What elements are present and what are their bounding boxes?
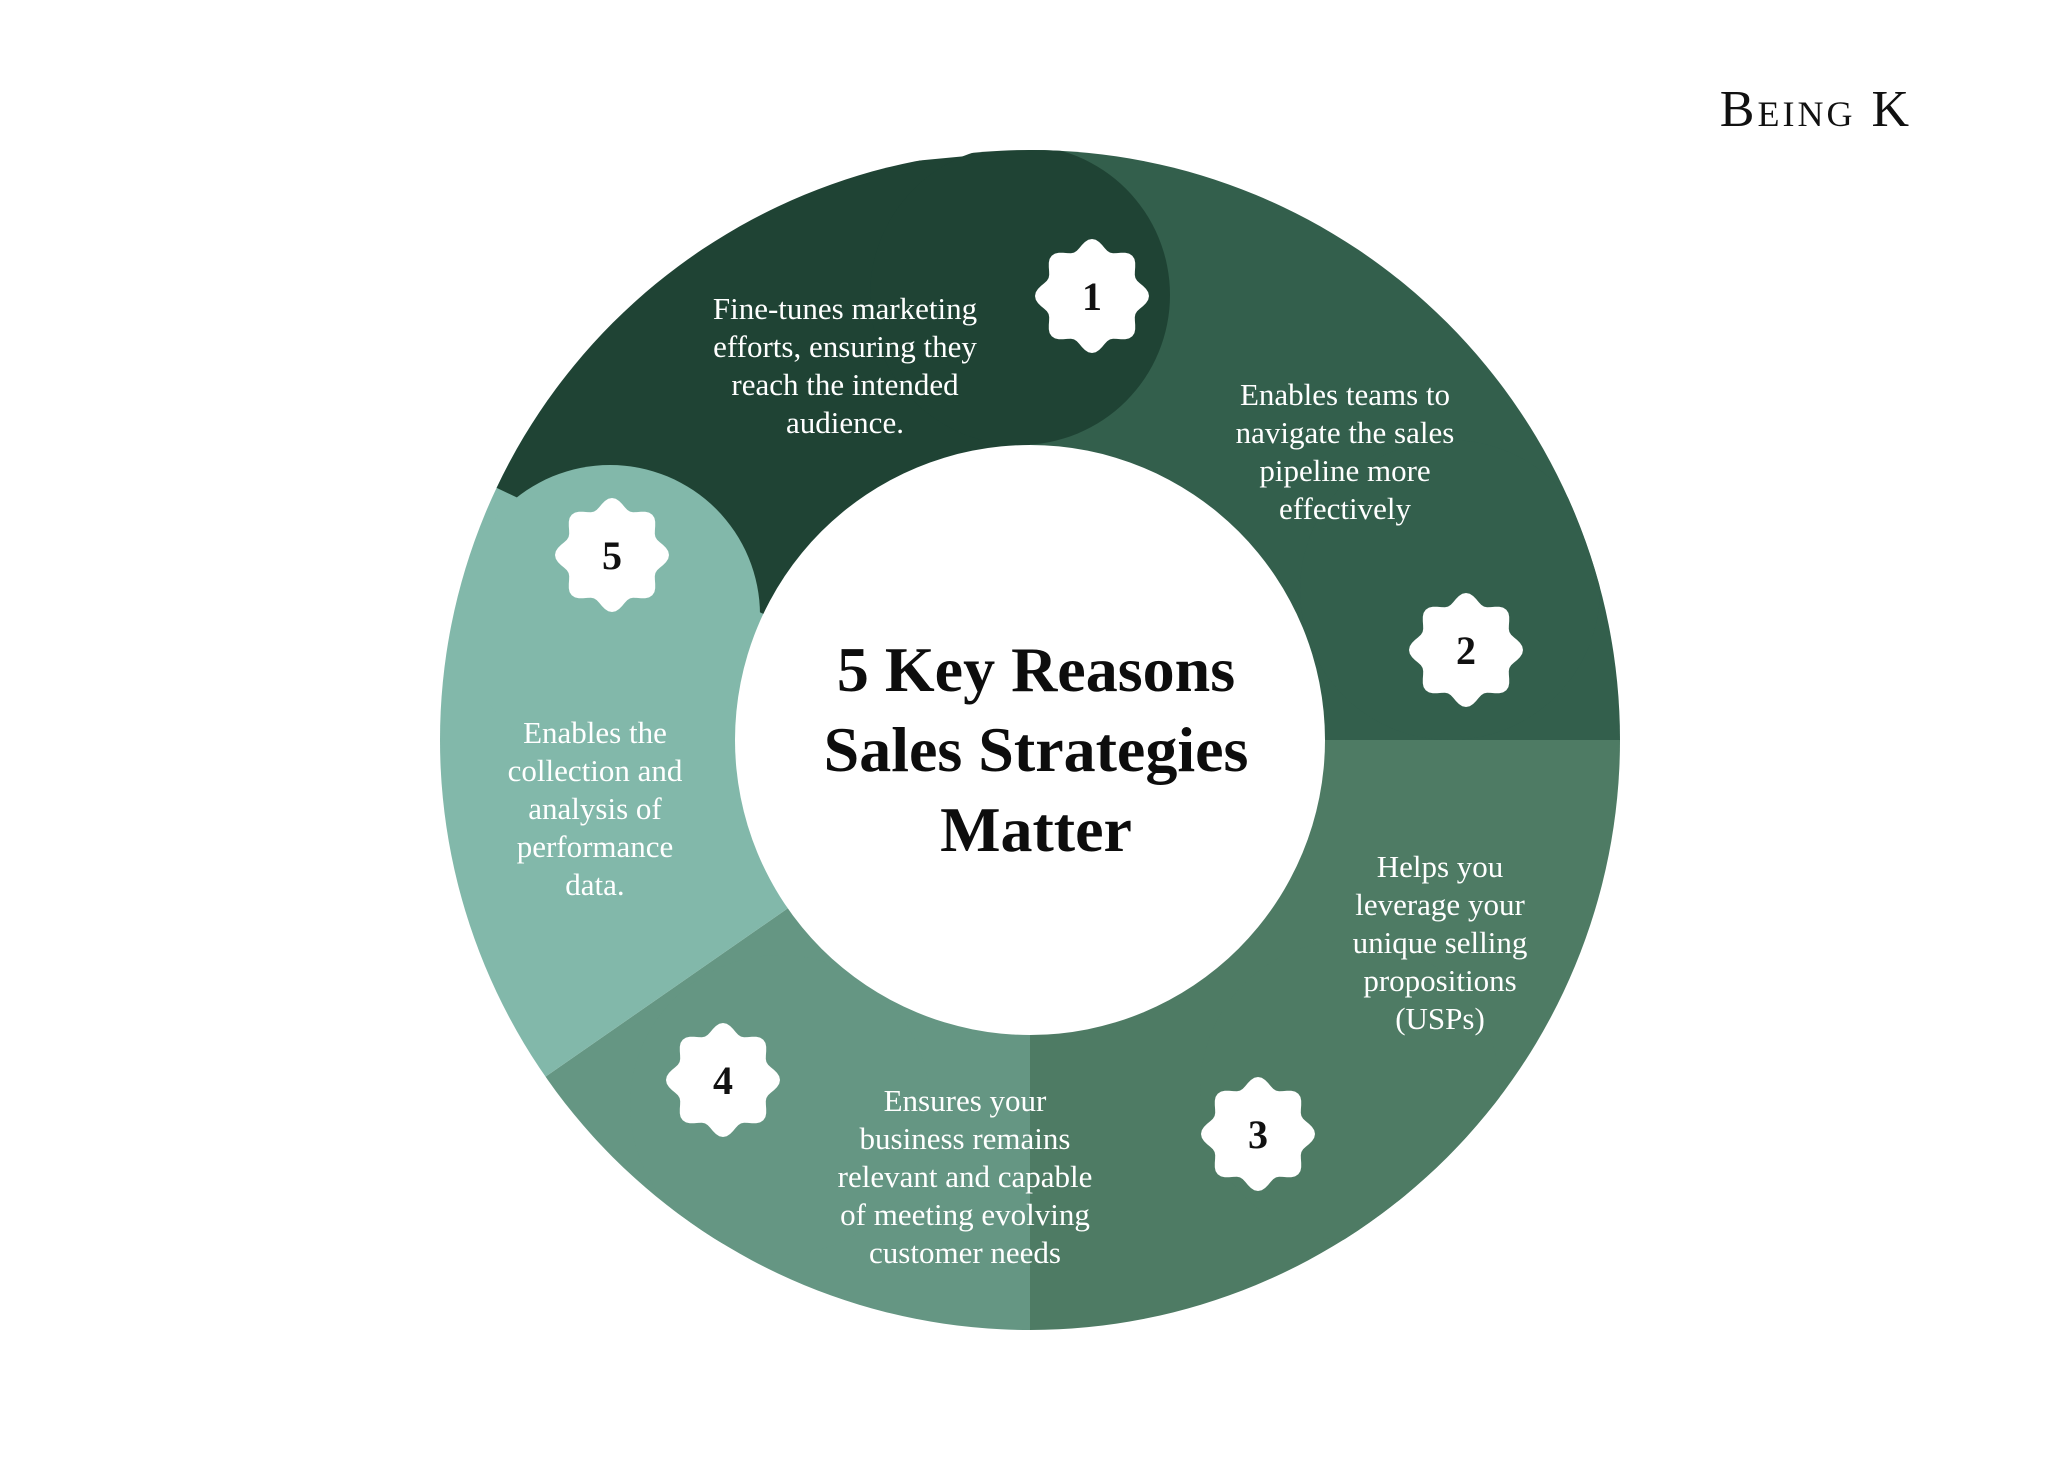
title-line-2: Sales Strategies [823,714,1249,785]
reason-4-text: Ensures your business remains relevant a… [837,1083,1093,1270]
badge-number-3: 3 [1248,1111,1268,1157]
diagram-title: 5 Key Reasons Sales Strategies Matter [772,620,1300,880]
badge-number-5: 5 [602,532,622,578]
reason-2-text: Enables teams to navigate the sales pipe… [1235,377,1455,526]
scalloped-badge-icon [666,1023,780,1137]
center-circle [735,445,1325,1035]
badge-number-2: 2 [1456,627,1476,673]
segment-4-lobe [630,955,930,1255]
title-line-1: 5 Key Reasons [836,634,1236,705]
scalloped-badge-icon [555,498,669,612]
segment-2-lobe [1300,440,1600,740]
reason-3-text: Helps you leverage your unique selling p… [1352,849,1528,1036]
brand-logo: Being K [1719,81,1912,138]
scalloped-badge-icon [1409,593,1523,707]
badge-number-4: 4 [713,1057,733,1103]
reason-5-text: Enables the collection and analysis of p… [507,715,683,902]
scalloped-badge-icon [1201,1077,1315,1191]
scalloped-badge-icon [1035,239,1149,353]
reason-1-text: Fine-tunes marketing efforts, ensuring t… [712,291,978,440]
segment-1-lobe [870,150,1170,445]
badge-number-1: 1 [1082,273,1102,319]
title-line-3: Matter [940,794,1132,865]
segment-5-lobe [460,465,760,765]
